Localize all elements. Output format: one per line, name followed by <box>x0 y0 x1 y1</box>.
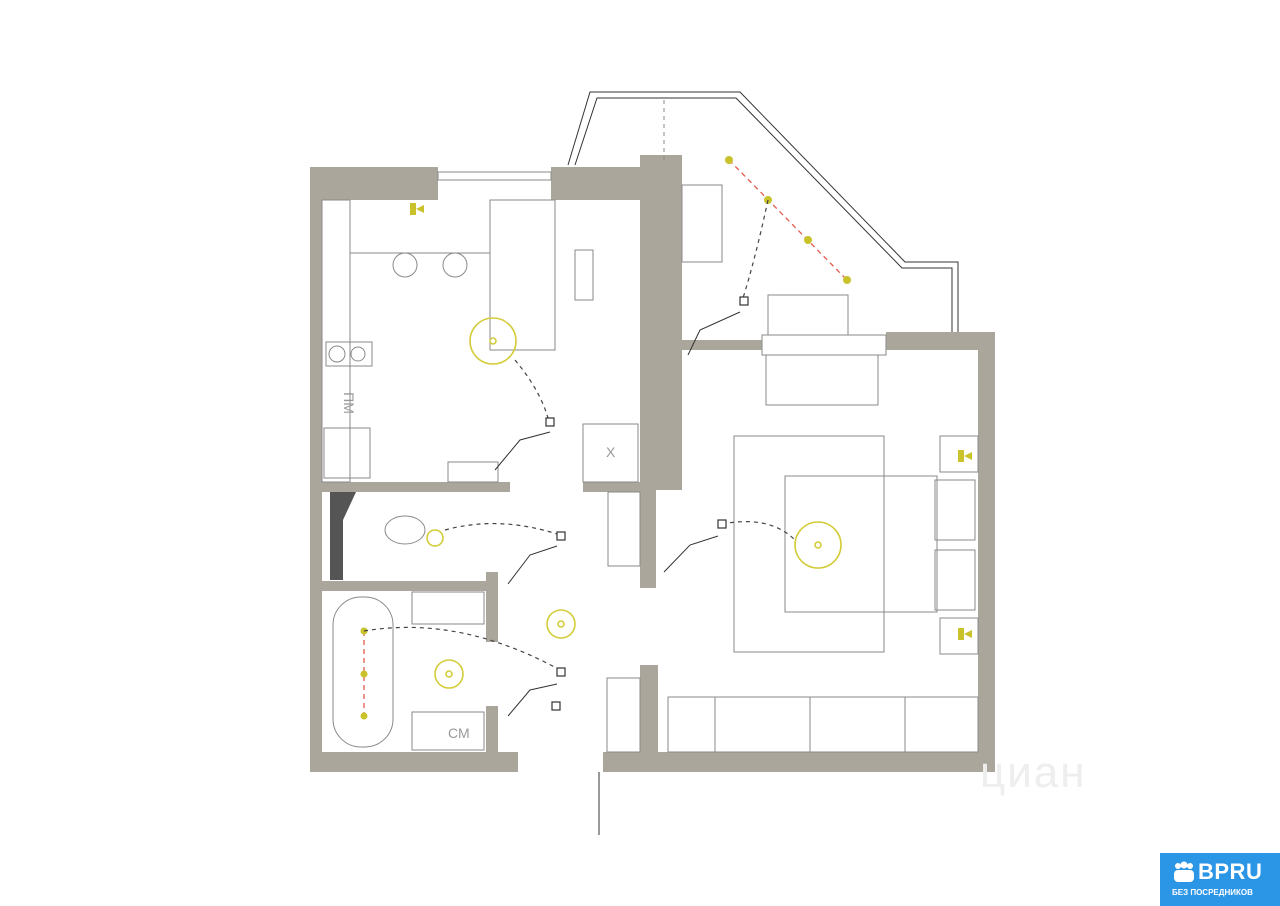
windows <box>437 91 959 356</box>
lighting-layout <box>360 156 972 835</box>
watermark: циан <box>980 748 1087 797</box>
bpru-logo[interactable]: BPRU БЕЗ ПОСРЕДНИКОВ <box>1160 853 1280 906</box>
walls <box>310 155 995 772</box>
logo-tagline: БЕЗ ПОСРЕДНИКОВ <box>1172 888 1253 897</box>
furniture <box>321 184 979 753</box>
people-icon <box>1174 861 1194 882</box>
washing-machine-label: СМ <box>448 725 470 741</box>
fridge-zone-label: ПМ <box>340 392 357 414</box>
cabinet-mark-label: X <box>606 444 616 460</box>
logo-name: BPRU <box>1198 859 1263 884</box>
